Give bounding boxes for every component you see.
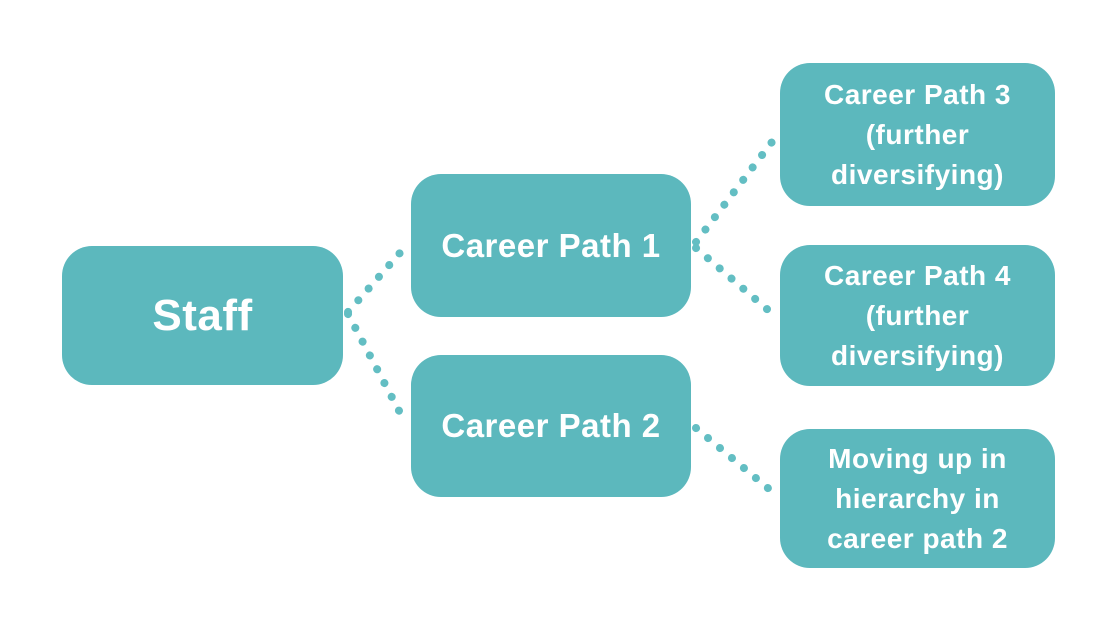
node-career-path-2: Career Path 2 <box>411 355 691 497</box>
edge-staff-cp1 <box>344 242 410 316</box>
node-career-path-4: Career Path 4 (further diversifying) <box>780 245 1055 386</box>
edge-cp1-cp3 <box>692 134 779 246</box>
node-moving-up-hierarchy: Moving up in hierarchy in career path 2 <box>780 429 1055 568</box>
edge-cp1-cp4 <box>692 244 779 320</box>
node-staff: Staff <box>62 246 343 385</box>
node-career-path-1: Career Path 1 <box>411 174 691 317</box>
edge-staff-cp2 <box>344 310 410 428</box>
edge-cp2-move2 <box>692 424 779 498</box>
node-career-path-3: Career Path 3 (further diversifying) <box>780 63 1055 206</box>
